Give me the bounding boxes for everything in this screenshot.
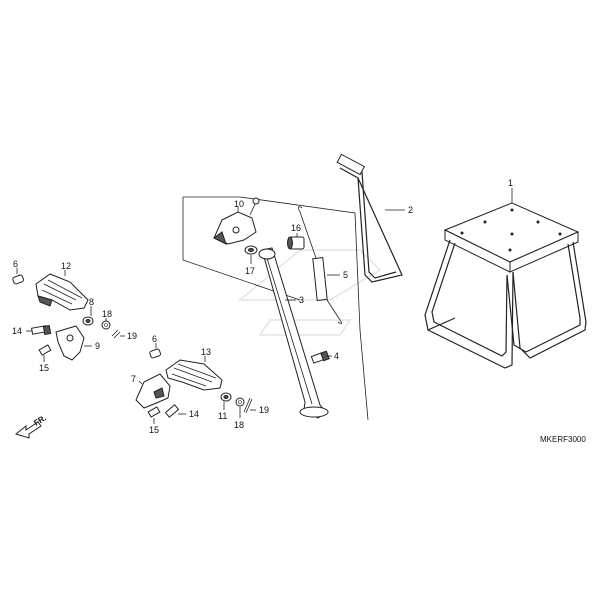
callout-15-right: 15 <box>149 425 159 435</box>
footpeg-right <box>165 359 223 391</box>
footpeg-left <box>35 273 89 311</box>
stand-bracket <box>213 197 260 245</box>
footpeg-bracket-left <box>55 325 85 361</box>
callout-12: 12 <box>61 261 71 271</box>
callout-7: 9 <box>95 341 100 351</box>
callout-4: 4 <box>334 351 339 361</box>
callout-11: 11 <box>218 411 227 421</box>
collar-16 <box>287 236 305 250</box>
bolt-14-right <box>164 404 180 418</box>
callout-8: 10 <box>234 199 244 209</box>
diagram-code: MKERF3000 <box>540 435 586 444</box>
washer-18-left <box>101 320 111 330</box>
spring <box>298 206 342 324</box>
group-boundary <box>182 196 369 421</box>
bolt-14-left <box>31 324 52 336</box>
bolt-4 <box>310 350 330 364</box>
callout-14-right: 14 <box>189 409 199 419</box>
callout-10: 8 <box>89 297 94 307</box>
stand-lever <box>336 153 403 283</box>
callout-5: 5 <box>343 270 348 280</box>
callout-16: 16 <box>291 223 301 233</box>
spring-10-left <box>82 316 94 326</box>
footpeg-bracket-right <box>135 373 171 409</box>
callout-19-right: 19 <box>259 405 269 415</box>
pin-6-right <box>149 348 162 359</box>
callout-3: 3 <box>299 295 304 305</box>
nut-17 <box>244 245 258 255</box>
washer-18-right <box>235 397 245 407</box>
callout-14-left: 14 <box>12 326 22 336</box>
callout-19-left: 19 <box>127 331 137 341</box>
bolt-15-left <box>38 344 52 356</box>
front-direction-label: FR. <box>32 413 48 427</box>
cotter-pin-19-right <box>243 397 253 414</box>
callout-9: 7 <box>131 374 136 384</box>
callout-6-right: 6 <box>152 334 157 344</box>
callout-6-left: 6 <box>13 259 18 269</box>
watermark <box>237 249 382 336</box>
front-direction-arrow-icon <box>14 421 42 439</box>
callout-13: 13 <box>201 347 211 357</box>
spring-11-right <box>220 392 232 402</box>
callout-1: 1 <box>508 178 513 188</box>
pin-6-left <box>12 274 25 285</box>
side-stand <box>258 247 329 419</box>
callout-17: 17 <box>245 266 255 276</box>
bolt-15-right <box>147 406 161 418</box>
callout-2: 2 <box>408 205 413 215</box>
callout-18-right: 18 <box>234 420 244 430</box>
stand-box <box>424 202 587 369</box>
callout-18-left: 18 <box>102 309 112 319</box>
cotter-pin-19-left <box>111 329 121 339</box>
callout-15-left: 15 <box>39 363 49 373</box>
